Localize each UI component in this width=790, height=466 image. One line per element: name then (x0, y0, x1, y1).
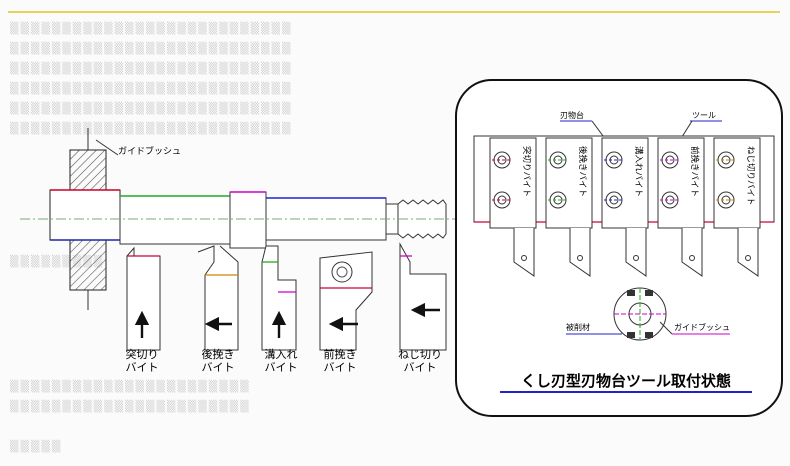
blade-label-1: 突切りバイト (521, 146, 532, 197)
blade-2: 後挽きバイト (545, 137, 593, 277)
blade-3: 溝入れバイト (601, 137, 649, 277)
tool-label-grooving: 溝入れバイト (265, 348, 298, 374)
tool-threading (399, 242, 447, 351)
blade-1: 突切りバイト (489, 137, 537, 277)
blade-5: ねじ切りバイト (713, 137, 761, 277)
tool-back-turning (197, 245, 239, 351)
tool-holder-label: 刃物台 (560, 110, 584, 120)
tool-label-parting: 突切りバイト (126, 347, 159, 374)
tool-label-back-turning: 後挽きバイト (202, 347, 235, 374)
blade-label-2: 後挽きバイト (577, 146, 588, 197)
tool-setup-panel (455, 79, 783, 417)
guide-bush-label-right: ガイドブッシュ (674, 322, 730, 332)
tool-label: ツール (692, 111, 716, 120)
workpiece-label: 被削材 (566, 322, 590, 332)
blade-4: 前挽きバイト (657, 137, 705, 277)
guide-bush-label: ガイドブッシュ (118, 145, 181, 157)
workpiece-section (613, 287, 667, 341)
tool-front-turning (319, 251, 373, 351)
tool-parting (126, 246, 161, 351)
workpiece-bar (20, 189, 455, 249)
panel-title: くし刃型刃物台ツール取付状態 (521, 372, 731, 390)
blade-label-4: 前挽きバイト (689, 146, 700, 197)
tool-blades: 突切りバイト 後挽きバイト 溝入れバイト 前挽きバイト ねじ切りバイト (489, 137, 761, 277)
tool-grooving (261, 245, 297, 351)
tool-label-threading: ねじ切りバイト (398, 348, 442, 374)
blade-label-3: 溝入れバイト (633, 146, 644, 197)
blade-label-5: ねじ切りバイト (745, 146, 755, 206)
tool-label-front-turning: 前挽きバイト (324, 347, 357, 374)
background-texture: ▒▒▒▒▒▒▒▒▒▒▒▒▒▒▒▒▒▒▒▒▒▒▒▒▒▒▒ ▒▒▒▒▒▒▒▒▒▒▒▒… (10, 22, 293, 453)
